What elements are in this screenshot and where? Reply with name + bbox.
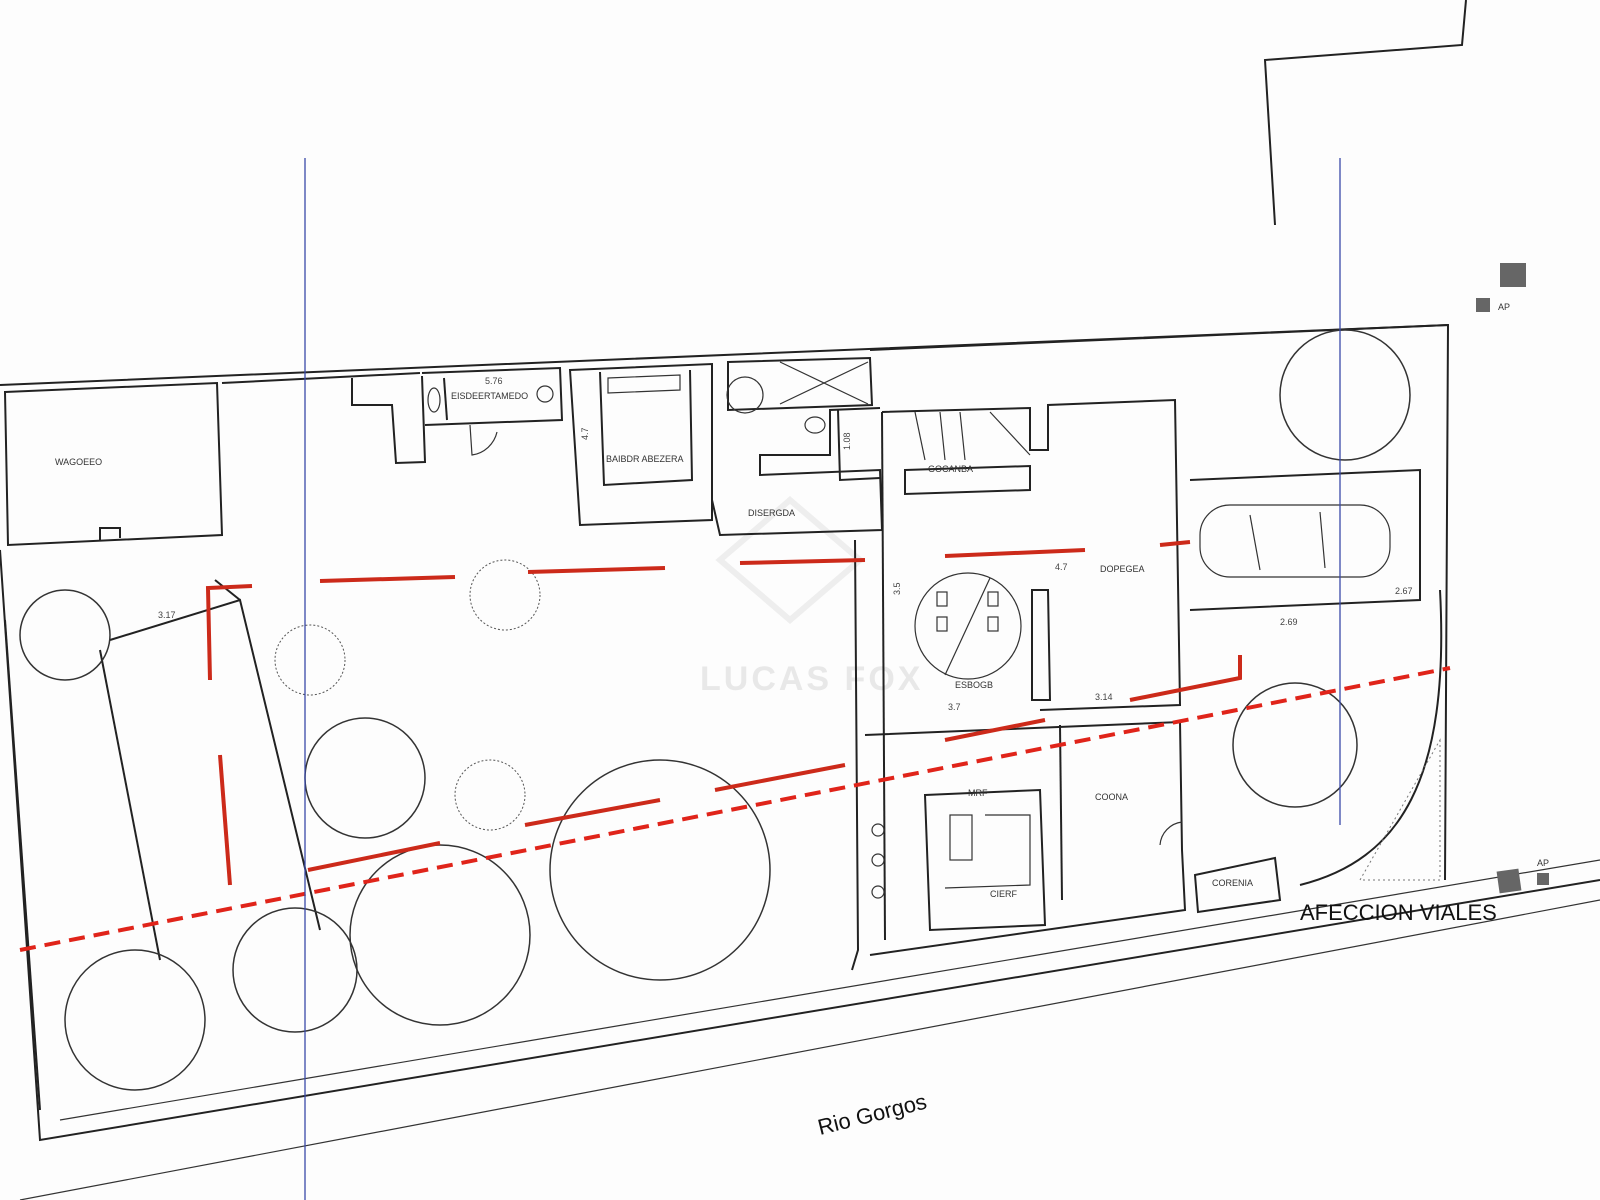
room-living: MRF CIERF xyxy=(864,720,1187,956)
room-kitchen: COONA xyxy=(1095,792,1183,846)
room-hall: DISERGDA 1.08 xyxy=(711,356,884,537)
svg-text:MRF: MRF xyxy=(968,788,988,798)
svg-text:COONA: COONA xyxy=(1095,792,1128,802)
dining-table: ESBOGB 3.7 3.14 3.5 xyxy=(892,572,1113,712)
river-label: Rio Gorgos xyxy=(815,1089,929,1140)
svg-text:3.7: 3.7 xyxy=(948,702,961,712)
svg-text:2.69: 2.69 xyxy=(1280,617,1298,627)
room-corner: CORENIA xyxy=(1193,856,1282,914)
svg-text:WAGOEEO: WAGOEEO xyxy=(55,457,102,467)
parking-area: 2.69 2.67 xyxy=(1189,468,1443,886)
svg-text:2.67: 2.67 xyxy=(1395,586,1413,596)
room-bedroom: BAIBDR ABEZERA 4.7 xyxy=(568,362,713,527)
svg-text:BAIBDR ABEZERA: BAIBDR ABEZERA xyxy=(606,454,684,464)
svg-text:CORENIA: CORENIA xyxy=(1212,878,1253,888)
svg-text:LUCAS FOX: LUCAS FOX xyxy=(700,660,923,698)
ap-marker-bottom: AP xyxy=(1496,858,1549,894)
svg-text:AP: AP xyxy=(1498,302,1510,312)
svg-text:CIERF: CIERF xyxy=(990,889,1018,899)
svg-text:4.7: 4.7 xyxy=(580,427,590,440)
setback-lines xyxy=(19,540,1451,952)
plot-boundary xyxy=(0,323,1600,1200)
svg-text:3.17: 3.17 xyxy=(158,610,176,620)
road-zone-label: AFECCION VIALES xyxy=(1300,900,1497,925)
svg-text:4.7: 4.7 xyxy=(1055,562,1068,572)
svg-text:DOPEGEA: DOPEGEA xyxy=(1100,564,1145,574)
pool: 3.17 xyxy=(4,579,321,1111)
central-block: GOCANBA DOPEGEA 4.7 xyxy=(851,324,1449,971)
plot-boundary-top xyxy=(1263,0,1467,226)
svg-text:GOCANBA: GOCANBA xyxy=(928,464,973,474)
svg-text:3.5: 3.5 xyxy=(892,582,902,595)
svg-text:EISDEERTAMEDO: EISDEERTAMEDO xyxy=(451,391,528,401)
svg-text:5.76: 5.76 xyxy=(485,376,503,386)
room-bath-top: 5.76 EISDEERTAMEDO xyxy=(351,366,564,465)
svg-text:AP: AP xyxy=(1537,858,1549,868)
svg-text:1.08: 1.08 xyxy=(842,432,852,450)
watermark: LUCAS FOX xyxy=(700,496,923,698)
ap-marker-top: AP xyxy=(1476,263,1526,312)
svg-text:DISERGDA: DISERGDA xyxy=(748,508,795,518)
svg-text:ESBOGB: ESBOGB xyxy=(955,680,993,690)
svg-text:3.14: 3.14 xyxy=(1095,692,1113,702)
room-garage-left: WAGOEEO xyxy=(3,381,224,547)
